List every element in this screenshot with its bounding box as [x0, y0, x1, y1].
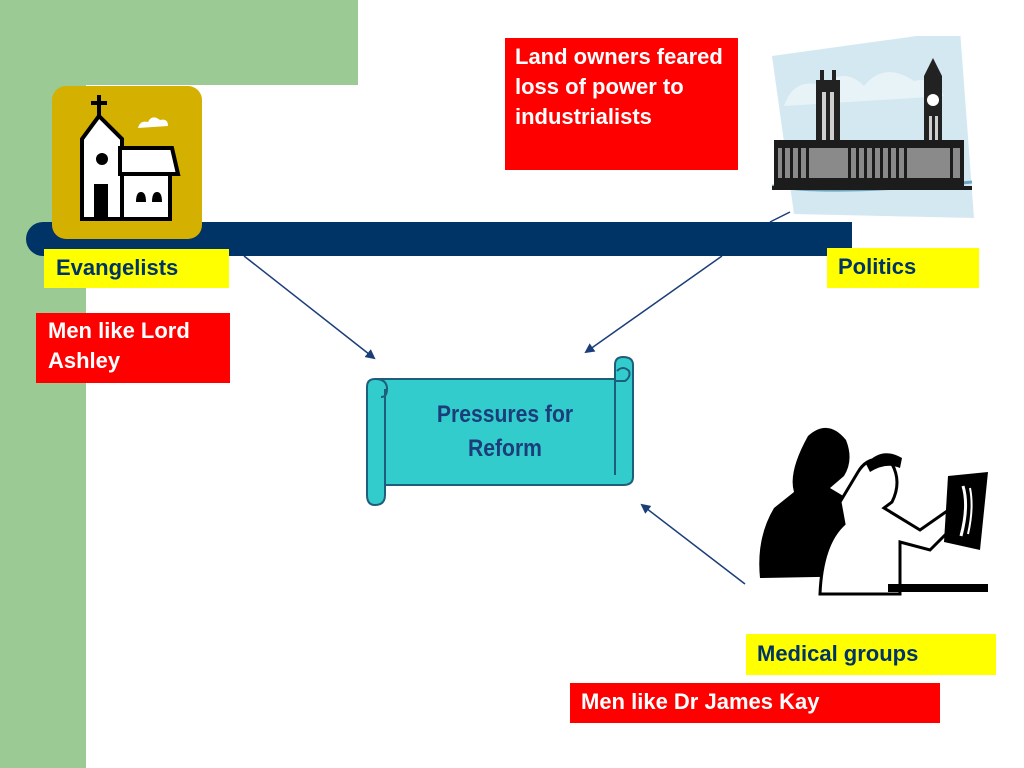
church-icon: [52, 86, 202, 239]
evangelists-label: Evangelists: [44, 249, 229, 288]
scroll-title: Pressures for Reform: [436, 401, 574, 462]
doctors-xray-image: [759, 427, 988, 596]
politics-label: Politics: [827, 248, 979, 288]
lord-ashley-label: Men like Lord Ashley: [36, 313, 230, 383]
arrow-evangelists: [243, 255, 376, 360]
scroll-banner: [366, 355, 634, 507]
land-owners-label: Land owners feared loss of power to indu…: [505, 38, 738, 170]
james-kay-label: Men like Dr James Kay: [570, 683, 940, 723]
medical-groups-label: Medical groups: [746, 634, 996, 675]
parliament-image: [771, 36, 974, 218]
green-top-tab: [86, 0, 358, 85]
arrow-medical: [640, 503, 746, 585]
arrow-politics: [584, 255, 723, 354]
